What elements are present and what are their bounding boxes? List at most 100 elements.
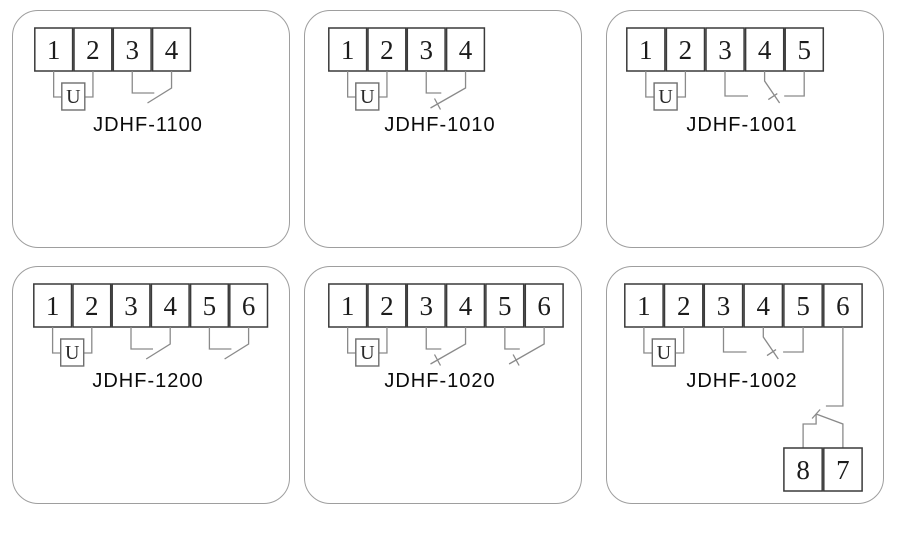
coil-wire <box>347 71 356 98</box>
coil-wire <box>378 327 388 354</box>
model-label: JDHF-1002 <box>686 370 798 392</box>
aux-terminal-number: 7 <box>836 455 850 485</box>
terminal-number: 5 <box>498 291 512 321</box>
terminal-cell <box>665 27 706 72</box>
terminal-number: 2 <box>380 35 394 65</box>
coil-label: U <box>65 342 80 364</box>
coil-symbol: U <box>347 71 388 111</box>
contact-wire <box>425 327 442 350</box>
terminal-number: 4 <box>459 291 473 321</box>
coil-box <box>355 82 380 111</box>
terminal-cell <box>626 27 666 72</box>
terminal-cell <box>328 27 368 72</box>
contact-wire <box>433 354 442 366</box>
contact-wire <box>208 327 232 350</box>
terminal-number: 2 <box>86 35 100 65</box>
terminal-number: 3 <box>126 35 140 65</box>
aux-terminal-cell <box>783 447 823 492</box>
terminal-number: 6 <box>836 291 850 321</box>
coil-symbol: U <box>53 71 94 111</box>
terminal-number: 3 <box>420 291 434 321</box>
terminal-number: 2 <box>677 291 691 321</box>
coil-wire <box>347 327 356 354</box>
coil-box <box>651 338 676 367</box>
terminal-cell <box>34 27 74 72</box>
model-label: JDHF-1100 <box>93 114 203 136</box>
terminal-number: 3 <box>420 35 434 65</box>
coil-label: U <box>66 86 81 108</box>
terminal-number: 2 <box>380 291 394 321</box>
contact-normally-closed <box>425 71 467 110</box>
terminal-number: 1 <box>341 291 355 321</box>
aux-wire <box>815 413 844 448</box>
terminal-number: 4 <box>757 291 771 321</box>
contact-wire <box>767 93 778 101</box>
contact-normally-open <box>208 327 250 360</box>
contact-wire <box>512 354 520 366</box>
coil-label: U <box>657 342 672 364</box>
coil-symbol: U <box>643 327 685 367</box>
contact-normally-open <box>130 327 171 360</box>
aux-wire <box>825 327 844 407</box>
terminal-number: 3 <box>717 291 731 321</box>
terminal-number: 2 <box>679 35 693 65</box>
coil-symbol: U <box>51 327 93 367</box>
coil-symbol: U <box>347 327 388 367</box>
contact-normally-closed <box>504 327 545 366</box>
terminal-cell <box>445 283 486 328</box>
terminal-cell <box>33 283 73 328</box>
coil-box <box>355 338 380 367</box>
contact-wire <box>762 327 779 360</box>
contact-wire <box>766 349 777 357</box>
coil-label: U <box>360 342 375 364</box>
aux-terminal-cell <box>823 447 863 492</box>
terminal-cell <box>624 283 664 328</box>
coil-wire <box>83 327 93 354</box>
contact-wire <box>783 327 804 353</box>
coil-box <box>61 82 86 111</box>
terminal-number: 6 <box>242 291 256 321</box>
coil-wire <box>677 71 687 98</box>
terminal-cell <box>823 283 863 328</box>
model-label: JDHF-1010 <box>384 114 496 136</box>
terminal-cell <box>703 283 744 328</box>
contact-wire <box>433 98 442 110</box>
coil-box <box>60 338 85 367</box>
terminal-number: 1 <box>639 35 653 65</box>
model-label: JDHF-1001 <box>686 114 798 136</box>
coil-label: U <box>658 86 673 108</box>
coil-wire <box>84 71 94 98</box>
aux-wire <box>802 414 817 448</box>
terminal-number: 1 <box>46 291 60 321</box>
contact-wire <box>147 71 173 104</box>
coil-wire <box>643 327 653 354</box>
terminal-number: 6 <box>537 291 551 321</box>
terminal-cell <box>406 27 446 72</box>
terminal-number: 4 <box>758 35 772 65</box>
contact-changeover <box>724 71 805 104</box>
terminal-cell <box>367 27 407 72</box>
terminal-number: 4 <box>163 291 177 321</box>
terminal-cell <box>229 283 269 328</box>
terminal-cell <box>663 283 704 328</box>
contact-wire <box>784 71 805 97</box>
contact-normally-closed <box>425 327 467 366</box>
contact-normally-open <box>131 71 173 104</box>
terminal-cell <box>524 283 564 328</box>
terminal-number: 1 <box>637 291 651 321</box>
